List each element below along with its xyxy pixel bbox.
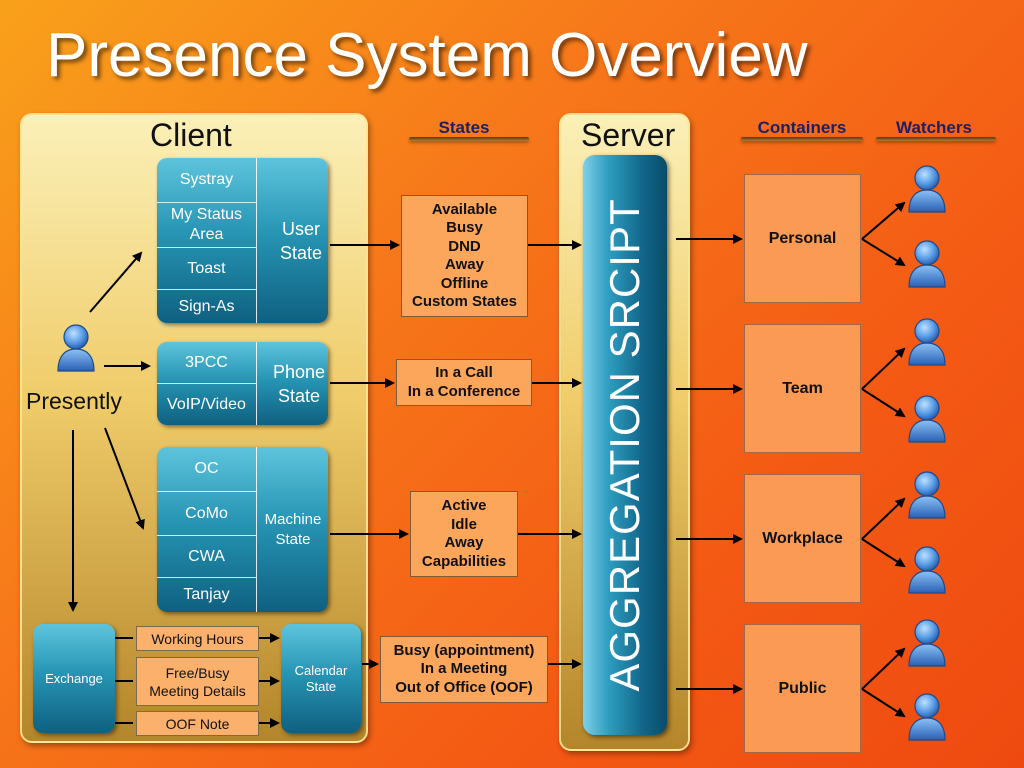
user-states-box: Available Busy DND Away Offline Custom S… <box>401 195 528 317</box>
group-to-state-arrows <box>330 240 409 669</box>
exchange-label: Exchange <box>45 670 103 686</box>
aggregation-script-bar <box>583 155 667 735</box>
arrow-presently-user <box>89 251 143 313</box>
phone-state-in-conference: In a Conference <box>407 382 521 400</box>
machine-state-item-tanjay: Tanjay <box>183 586 230 603</box>
state-to-server-arrows <box>518 240 582 669</box>
watcher-icon <box>908 240 946 288</box>
machine-state-capabilities: Capabilities <box>421 552 507 570</box>
user-state-group: Systray My Status Area Toast Sign-As Use… <box>157 158 328 323</box>
watcher-icon <box>908 693 946 741</box>
states-header: States <box>438 118 490 137</box>
user-state-dnd: DND <box>448 237 481 255</box>
user-state-item-my-status-area: My Status Area <box>157 203 256 248</box>
presently-label: Presently <box>26 388 122 414</box>
user-state-available: Available <box>431 200 498 218</box>
machine-state-label: Machine State <box>264 510 322 548</box>
calendar-state-box: Calendar State <box>281 624 361 733</box>
machine-state-idle: Idle <box>451 515 477 533</box>
machine-state-away: Away <box>444 534 484 551</box>
watchers-header-underline <box>876 137 996 141</box>
container-team: Team <box>744 324 861 453</box>
machine-state-item-oc: OC <box>157 447 256 492</box>
machine-state-divider <box>256 447 257 612</box>
exchange-box: Exchange <box>33 624 115 733</box>
presently-person-icon <box>57 324 95 372</box>
machine-state-item-como: CoMo <box>157 492 256 536</box>
user-state-offline: Offline <box>440 274 489 292</box>
watcher-icon <box>908 546 946 594</box>
machine-state-item-cwa: CWA <box>157 536 256 578</box>
client-title: Client <box>150 117 232 153</box>
phone-state-group: 3PCC VoIP/Video Phone State <box>157 342 328 425</box>
machine-state-group: OC CoMo CWA Tanjay Machine State <box>157 447 328 612</box>
free-busy-box: Free/Busy Meeting Details <box>136 657 259 706</box>
calendar-state-oof: Out of Office (OOF) <box>395 678 533 696</box>
machine-states-box: Active Idle Away Capabilities <box>410 491 518 577</box>
user-state-divider <box>256 158 257 323</box>
phone-state-item-voip-video: VoIP/Video <box>167 395 246 413</box>
calendar-states-box: Busy (appointment) In a Meeting Out of O… <box>380 636 548 703</box>
user-state-busy: Busy <box>446 219 483 236</box>
presently-arrows <box>68 251 151 612</box>
watcher-icon <box>908 165 946 213</box>
user-state-label: User State <box>279 218 323 263</box>
watcher-icon <box>908 471 946 519</box>
server-to-container-arrows <box>676 234 743 694</box>
watcher-icon <box>908 395 946 443</box>
states-header-underline <box>409 137 529 141</box>
calendar-state-label: Calendar State <box>294 662 348 694</box>
phone-states-box: In a Call In a Conference <box>396 359 532 406</box>
containers-header-underline <box>741 137 863 141</box>
phone-state-label: Phone State <box>272 361 326 406</box>
exchange-connectors <box>115 633 280 728</box>
phone-state-divider <box>256 342 257 425</box>
container-workplace: Workplace <box>744 474 861 603</box>
user-state-away: Away <box>445 256 484 273</box>
working-hours-box: Working Hours <box>136 626 259 651</box>
page-title: Presence System Overview <box>46 21 808 90</box>
phone-state-in-call: In a Call <box>435 364 493 381</box>
user-state-item-systray: Systray <box>157 158 256 203</box>
container-to-watcher-arrows <box>861 201 906 718</box>
user-state-item-toast: Toast <box>157 248 256 290</box>
calendar-state-busy-appointment: Busy (appointment) <box>393 641 535 659</box>
user-state-item-sign-as: Sign-As <box>178 297 235 315</box>
calendar-state-in-meeting: In a Meeting <box>420 660 508 678</box>
watcher-icon <box>908 619 946 667</box>
machine-state-active: Active <box>441 497 487 514</box>
container-public: Public <box>744 624 861 753</box>
watcher-icon <box>908 318 946 366</box>
watchers-header: Watchers <box>896 118 972 137</box>
oof-note-box: OOF Note <box>136 711 259 736</box>
user-state-custom: Custom States <box>411 293 518 310</box>
phone-state-item-3pcc: 3PCC <box>157 342 256 384</box>
container-personal: Personal <box>744 174 861 303</box>
server-title: Server <box>581 117 676 153</box>
containers-header: Containers <box>757 118 847 137</box>
arrow-presently-machine <box>104 427 145 530</box>
